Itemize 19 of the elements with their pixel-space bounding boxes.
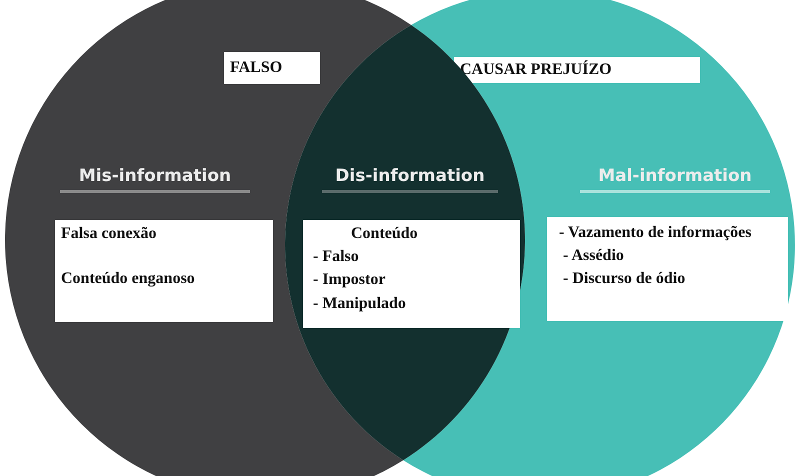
box-text: - Discurso de ódio bbox=[562, 269, 686, 290]
box-text: - Assédio bbox=[562, 246, 625, 266]
box-text: - Falso bbox=[312, 247, 360, 268]
box-text: - Vazamento de informações bbox=[558, 223, 752, 243]
box-text: - Manipulado bbox=[312, 294, 407, 314]
box-text: CAUSAR PREJUÍZO bbox=[460, 59, 613, 80]
section-heading: Mis-information bbox=[60, 166, 250, 193]
box-text: Conteúdo bbox=[350, 224, 419, 244]
box-text: Conteúdo enganoso bbox=[61, 269, 196, 290]
text-box bbox=[224, 52, 320, 84]
box-text: - Impostor bbox=[312, 270, 386, 290]
section-heading: Mal-information bbox=[580, 166, 770, 193]
box-text: FALSO bbox=[230, 58, 284, 78]
text-box bbox=[303, 220, 520, 328]
section-heading: Dis-information bbox=[322, 166, 498, 193]
box-text: Falsa conexão bbox=[61, 224, 158, 244]
text-box bbox=[547, 217, 788, 321]
text-box bbox=[454, 57, 700, 83]
text-box bbox=[55, 220, 273, 322]
